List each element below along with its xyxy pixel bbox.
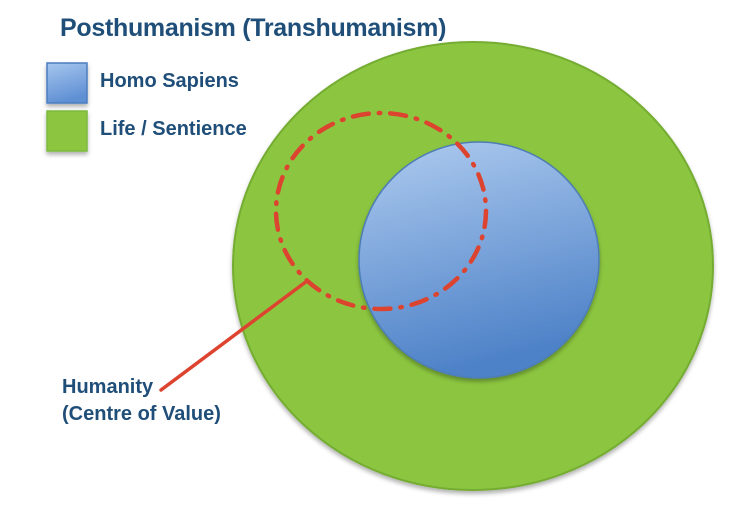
annotation-line2: (Centre of Value) [62,403,221,425]
annotation-humanity: Humanity (Centre of Value) [62,374,221,428]
humanity-callout-line [159,279,309,392]
annotation-line1: Humanity [62,376,154,398]
legend-item-label-life-sentience: Life / Sentience [100,118,247,140]
legend-swatch-homo-sapiens [46,62,88,104]
homo-sapiens-circle [358,141,600,379]
legend-item-label-homo-sapiens: Homo Sapiens [100,70,239,92]
humanity-dashed-circle [273,110,489,312]
legend-swatch-life-sentience [46,110,88,152]
page-title: Posthumanism (Transhumanism) [60,14,447,42]
